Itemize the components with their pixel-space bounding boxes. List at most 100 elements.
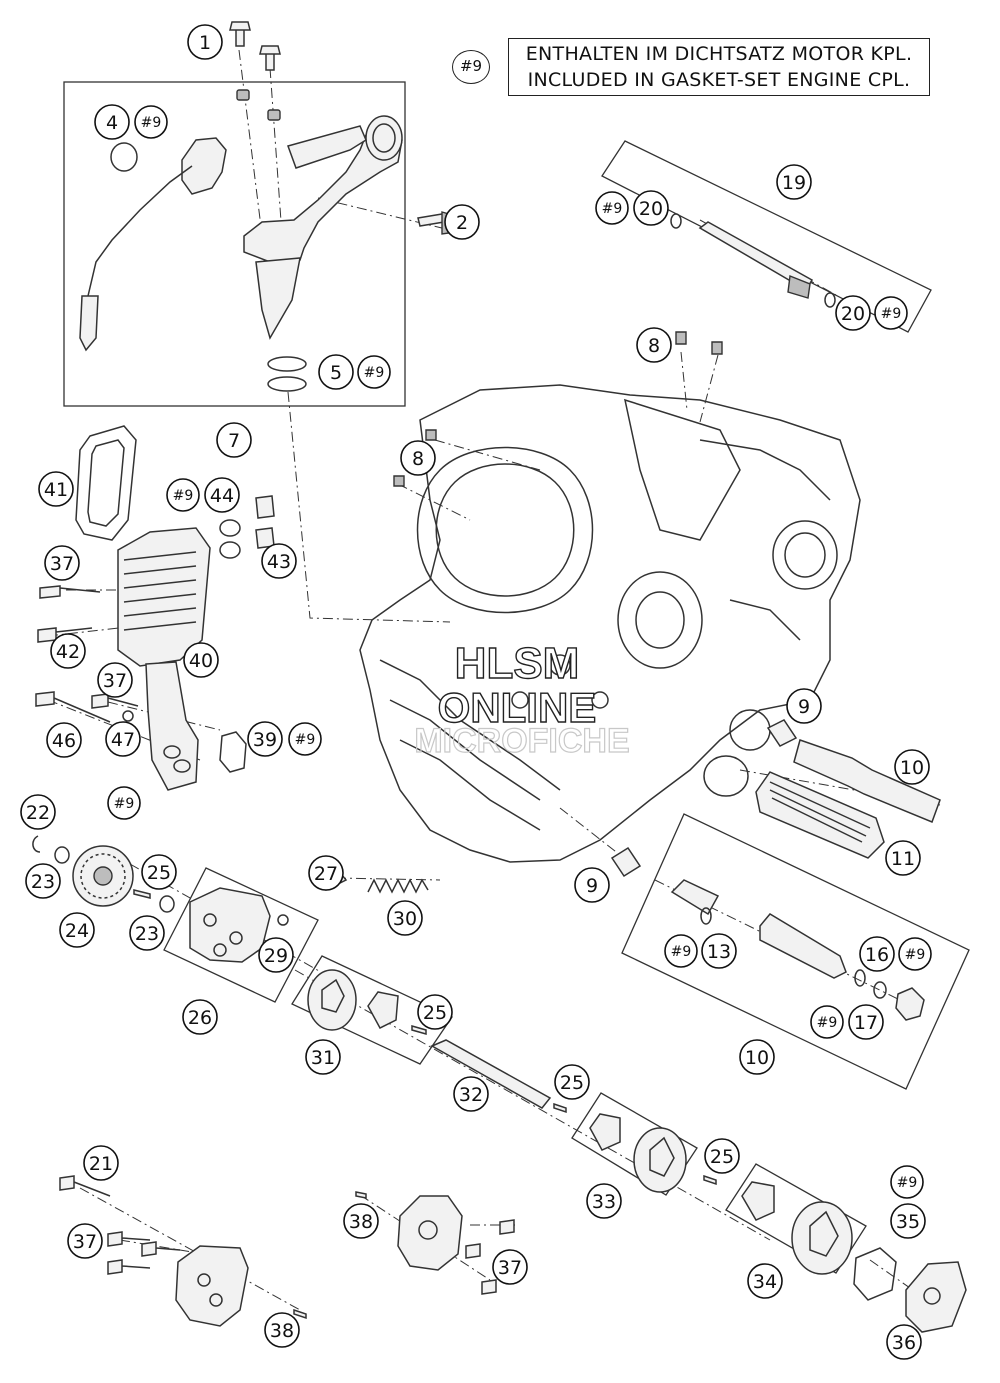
callout-39-17: 39 (247, 721, 283, 757)
plug-8-left-b (393, 475, 405, 487)
callout-circle (216, 422, 252, 458)
circlip-22 (32, 835, 41, 853)
filter-insert-inner (759, 913, 847, 979)
shaft-group-19 (393, 213, 836, 487)
callout-17-60: 17 (848, 1004, 884, 1040)
callout-label: 9 (586, 875, 598, 897)
plug-8-right-b (711, 341, 723, 355)
callout-label: 37 (498, 1257, 522, 1279)
callout-label: 43 (267, 551, 291, 573)
callout-circle (444, 204, 480, 240)
callout-10-52: 10 (894, 749, 930, 785)
callout-31-30: 31 (305, 1039, 341, 1075)
callout-label: 23 (31, 871, 55, 893)
callout-label: 21 (89, 1153, 113, 1175)
bolt-1 (229, 21, 251, 47)
callout-ref-9-45: #9 (595, 191, 629, 225)
bolt-2 (417, 213, 445, 227)
callout-ref-9-55: #9 (664, 934, 698, 968)
callout-25-29: 25 (417, 994, 453, 1030)
callout-36-43: 36 (886, 1324, 922, 1360)
callout-ref-9-8: #9 (166, 478, 200, 512)
shaft-19 (698, 221, 814, 292)
callout-circle (134, 105, 168, 139)
callout-27-23: 27 (308, 855, 344, 891)
callout-ref-9-19: #9 (107, 786, 141, 820)
bolt-46 (35, 691, 111, 723)
callout-label: 25 (423, 1002, 447, 1024)
oil-cooler-group (35, 425, 275, 791)
callout-20-46: 20 (633, 190, 669, 226)
plug-8-right (675, 331, 687, 345)
callout-ref-9-48: #9 (874, 296, 908, 330)
washer-23-left (54, 846, 70, 864)
pump-cover-26 (189, 887, 271, 963)
callout-label: 47 (111, 729, 135, 751)
washer-47 (122, 710, 134, 722)
dipstick-end (79, 295, 99, 352)
callout-label: #9 (905, 947, 926, 963)
callout-circle (747, 1263, 783, 1299)
callout-label: 1 (199, 32, 211, 54)
callout-circle (835, 295, 871, 331)
oil-filler-bracket (287, 125, 367, 169)
callout-circle (574, 867, 610, 903)
callout-circle (305, 1039, 341, 1075)
callout-circle (874, 296, 908, 330)
callout-label: 25 (560, 1072, 584, 1094)
callout-circle (357, 355, 391, 389)
callout-circle (288, 722, 322, 756)
callout-label: 27 (314, 863, 338, 885)
callout-label: 24 (65, 920, 89, 942)
callout-label: 16 (865, 944, 889, 966)
o-ring-5-lower (267, 376, 307, 392)
gasket-41 (75, 425, 137, 541)
frame-pump-cover-26 (163, 867, 319, 1003)
callout-circle (417, 994, 453, 1030)
bolt-37-centre-b (465, 1243, 481, 1259)
bolt-37-centre-a (499, 1219, 515, 1235)
engine-crankcase (359, 384, 861, 863)
callout-label: 33 (592, 1191, 616, 1213)
callout-circle (898, 937, 932, 971)
spring-30 (367, 878, 429, 894)
o-ring-4 (110, 142, 138, 172)
bolt-37-centre-c (481, 1279, 497, 1295)
callout-circle (664, 934, 698, 968)
oil-pump-rotors (307, 969, 967, 1333)
callout-25-22: 25 (141, 854, 177, 890)
callout-circle (25, 863, 61, 899)
callout-label: 20 (639, 198, 663, 220)
callout-25-32: 25 (554, 1064, 590, 1100)
callout-10-61: 10 (739, 1039, 775, 1075)
watermark-line3: MICROFICHE (414, 722, 629, 760)
callout-label: #9 (114, 796, 135, 812)
callout-8-49: 8 (636, 327, 672, 363)
pump-housing-centre (397, 1195, 463, 1271)
callout-20-47: 20 (835, 295, 871, 331)
callout-label: 37 (73, 1231, 97, 1253)
sleeve-9-upper (766, 719, 798, 747)
legend-line-2: INCLUDED IN GASKET-SET ENGINE CPL. (527, 69, 911, 91)
callout-circle (105, 721, 141, 757)
callout-label: 7 (228, 430, 240, 452)
callout-label: 17 (854, 1012, 878, 1034)
o-ring-39 (219, 731, 247, 773)
pump-end-cover-36 (905, 1261, 967, 1333)
callout-label: 22 (26, 802, 50, 824)
callout-label: 19 (782, 172, 806, 194)
callout-ref-9-18: #9 (288, 722, 322, 756)
callout-label: 25 (147, 862, 171, 884)
pin-25-rotor31 (411, 1025, 427, 1035)
o-ring-43 (219, 541, 241, 559)
callout-label: 38 (270, 1320, 294, 1342)
callout-42-12: 42 (50, 633, 86, 669)
sleeve-44 (255, 495, 275, 519)
callout-label: 2 (456, 212, 468, 234)
callout-circle (264, 1312, 300, 1348)
callout-label: #9 (671, 944, 692, 960)
callout-label: #9 (817, 1015, 838, 1031)
callout-33-35: 33 (586, 1183, 622, 1219)
callout-23-21: 23 (25, 863, 61, 899)
